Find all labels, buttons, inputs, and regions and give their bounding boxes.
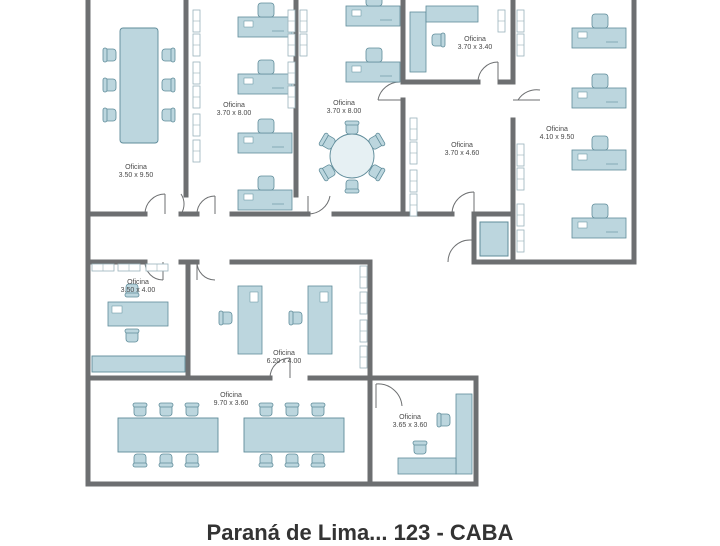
workstations-office-3 [299,0,401,194]
room-size: 3.70 x 3.40 [457,44,493,51]
room-label-office-6: Oficina 4.10 x 9.50 [522,126,592,142]
doors [144,61,541,408]
workstation-office-10 [397,393,473,475]
room-size: 4.10 x 9.50 [539,134,575,141]
room-size: 3.70 x 4.60 [444,150,480,157]
room-label-office-7: Oficina 3.50 x 4.00 [103,279,173,295]
room-name: Oficina [546,126,568,133]
room-label-office-9: Oficina 9.70 x 3.60 [196,392,266,408]
room-size: 6.20 x 4.00 [266,358,302,365]
room-label-office-4: Oficina 3.70 x 3.40 [440,36,510,52]
plan-caption: Paraná de Lima... 123 - CABA [206,520,514,545]
room-name: Oficina [273,350,295,357]
room-label-office-3: Oficina 3.70 x 8.00 [309,100,379,116]
room-size: 3.70 x 8.00 [216,110,252,117]
room-label-office-10: Oficina 3.65 x 3.60 [375,414,445,430]
room-size: 9.70 x 3.60 [213,400,249,407]
room-size: 3.50 x 4.00 [120,287,156,294]
workstation-office-7 [91,263,186,373]
room-label-office-2: Oficina 3.70 x 8.00 [199,102,269,118]
room-name: Oficina [333,100,355,107]
meeting-tables-office-9 [117,402,345,468]
room-name: Oficina [464,36,486,43]
room-size: 3.50 x 9.50 [118,172,154,179]
room-size: 3.65 x 3.60 [392,422,428,429]
room-name: Oficina [220,392,242,399]
conference-table-office-1 [102,27,176,144]
room-name: Oficina [451,142,473,149]
floor-plan [85,0,637,487]
room-label-office-5: Oficina 3.70 x 4.60 [427,142,497,158]
cabinets-office-5 [409,117,509,257]
room-label-office-1: Oficina 3.50 x 9.50 [101,164,171,180]
room-label-office-8: Oficina 6.20 x 4.00 [249,350,319,366]
room-size: 3.70 x 8.00 [326,108,362,115]
workstations-office-8 [218,265,368,369]
room-name: Oficina [125,164,147,171]
workstation-office-4 [409,5,506,73]
room-name: Oficina [223,102,245,109]
room-name: Oficina [127,279,149,286]
walls [85,0,637,487]
room-name: Oficina [399,414,421,421]
